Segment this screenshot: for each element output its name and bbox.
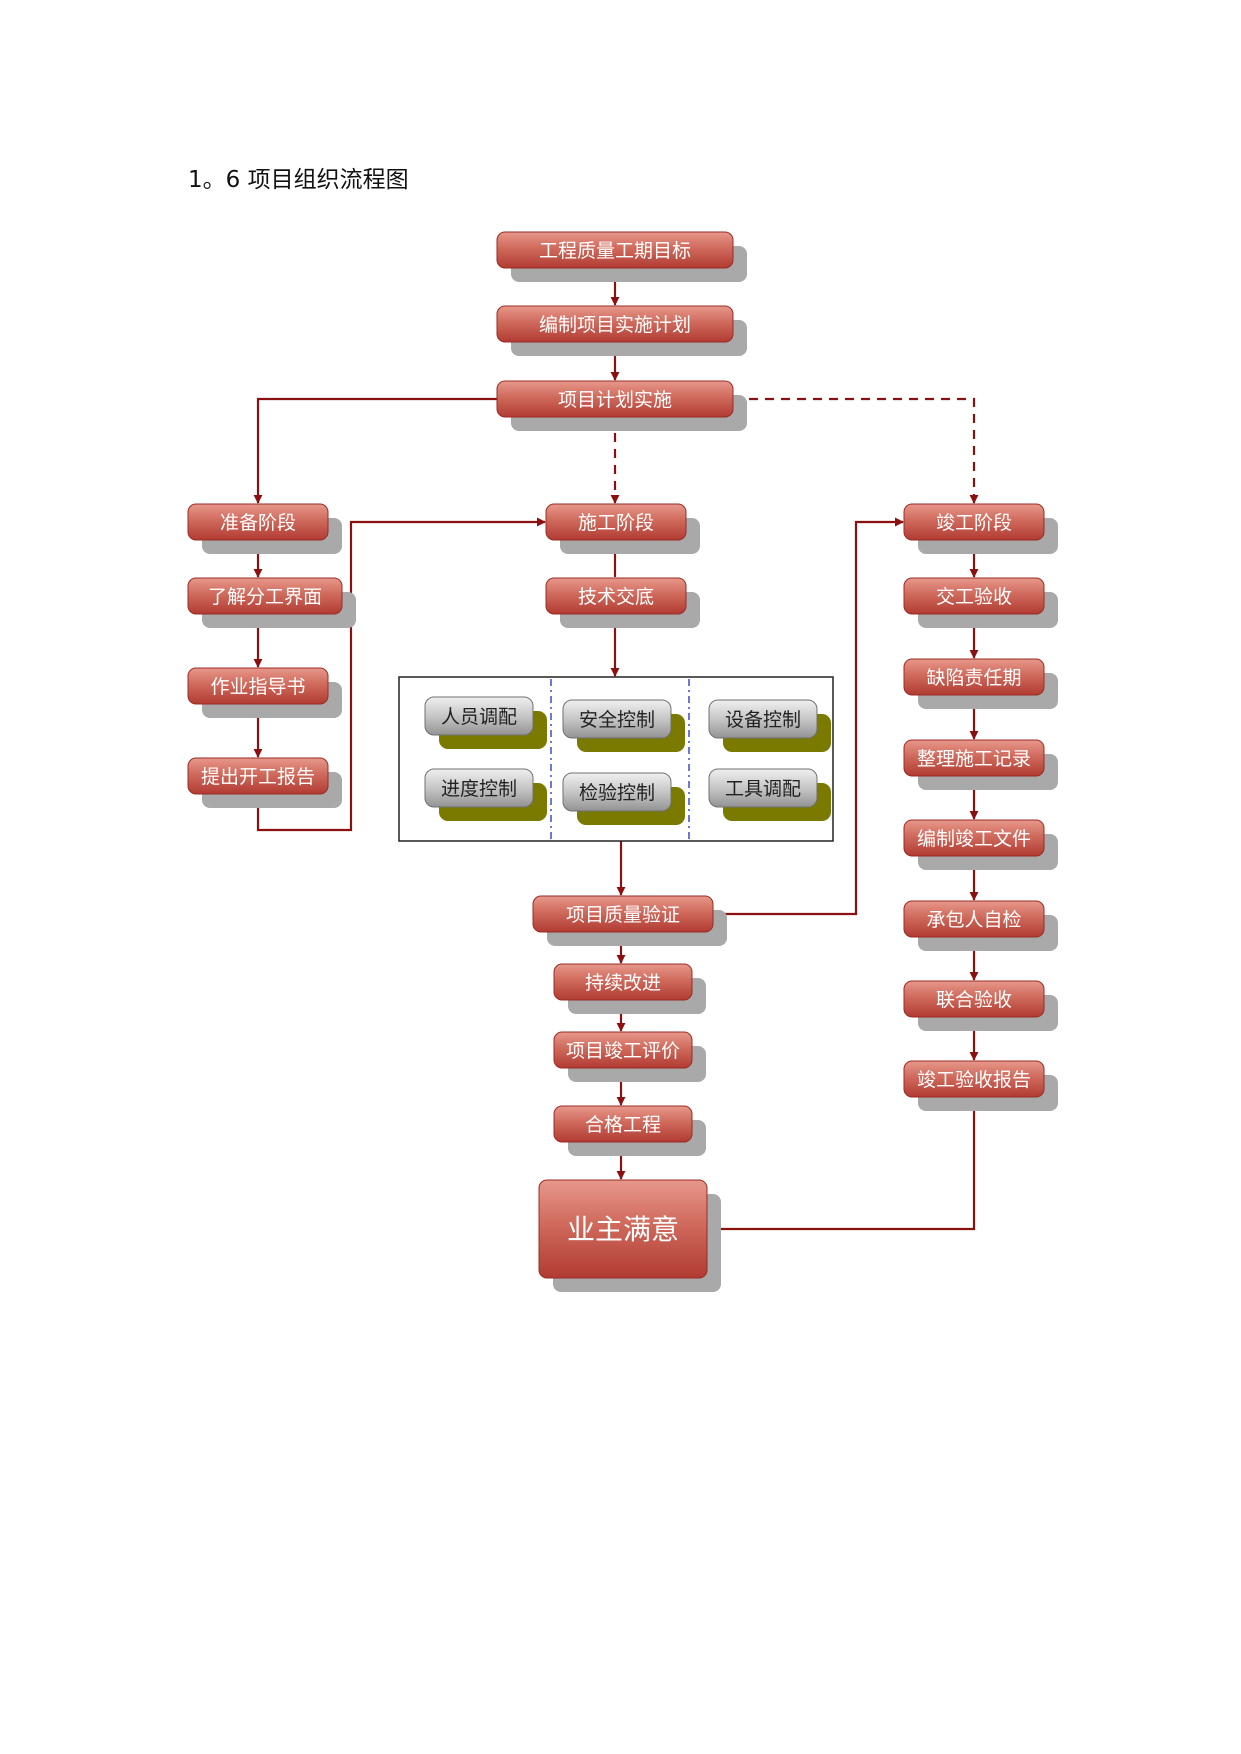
main-node-2: 编制项目实施计划 [496,305,747,356]
right-node-4: 整理施工记录 [903,739,1058,790]
lower-node-2-box [553,963,693,1001]
left-node-1-label: 准备阶段 [220,512,296,534]
control-item-6-label: 工具调配 [725,778,801,800]
right-node-3: 缺陷责任期 [903,658,1058,709]
right-node-8-label: 竣工验收报告 [917,1069,1031,1091]
right-node-8: 竣工验收报告 [903,1060,1058,1111]
lower-node-3-label: 项目竣工评价 [566,1040,680,1062]
main-node-3: 项目计划实施 [496,380,747,431]
control-item-2: 安全控制 [562,699,685,752]
conn-right-to-final [707,1097,976,1234]
right-node-6-label: 承包人自检 [926,909,1021,931]
center-node-2-label: 技术交底 [578,586,654,608]
left-node-1-box [187,503,329,541]
left-node-3: 作业指导书 [187,667,342,718]
right-node-1: 竣工阶段 [903,503,1058,554]
main-node-3-label: 项目计划实施 [558,389,672,411]
left-node-2-label: 了解分工界面 [208,586,322,608]
right-node-4-box [903,739,1045,777]
left-node-4-label: 提出开工报告 [201,766,315,788]
conn-main-to-left [253,397,497,504]
lower-node-4: 合格工程 [553,1105,706,1156]
lower-node-2: 持续改进 [553,963,706,1014]
right-node-2-box [903,577,1045,615]
main-node-1: 工程质量工期目标 [496,231,747,282]
left-node-1: 准备阶段 [187,503,342,554]
control-item-2-box [562,699,672,739]
lower-node-4-box [553,1105,693,1143]
final-node-box [538,1179,708,1279]
control-item-1-label: 人员调配 [441,706,517,728]
control-item-4-box [424,768,534,808]
right-node-5: 编制竣工文件 [903,819,1058,870]
right-node-6: 承包人自检 [903,900,1058,951]
control-item-5: 检验控制 [562,772,685,825]
control-item-2-label: 安全控制 [579,709,655,731]
right-node-2: 交工验收 [903,577,1058,628]
main-node-1-label: 工程质量工期目标 [539,240,691,262]
nodes: 工程质量工期目标编制项目实施计划项目计划实施准备阶段了解分工界面作业指导书提出开… [187,231,1058,1292]
control-item-6-box [708,768,818,808]
final-node: 业主满意 [538,1179,721,1292]
right-node-3-box [903,658,1045,696]
right-node-1-label: 竣工阶段 [936,512,1012,534]
right-node-3-label: 缺陷责任期 [926,667,1021,689]
left-node-4-box [187,757,329,795]
lower-node-4-label: 合格工程 [585,1114,661,1136]
control-item-4: 进度控制 [424,768,547,821]
right-node-5-label: 编制竣工文件 [917,828,1031,850]
center-node-2: 技术交底 [545,577,700,628]
main-node-1-box [496,231,734,269]
control-item-3-label: 设备控制 [725,709,801,731]
left-node-2-box [187,577,343,615]
page-title: 1。6 项目组织流程图 [188,167,409,193]
right-node-6-box [903,900,1045,938]
left-node-3-label: 作业指导书 [210,676,305,698]
control-item-1: 人员调配 [424,696,547,749]
center-node-1-box [545,503,687,541]
right-node-8-box [903,1060,1045,1098]
center-node-1: 施工阶段 [545,503,700,554]
main-node-2-label: 编制项目实施计划 [539,314,691,336]
conn-main-to-right [733,397,979,504]
lower-node-2-label: 持续改进 [585,972,661,994]
lower-node-3: 项目竣工评价 [553,1031,706,1082]
center-node-2-box [545,577,687,615]
left-node-2: 了解分工界面 [187,577,356,628]
right-node-7: 联合验收 [903,980,1058,1031]
right-node-7-label: 联合验收 [936,989,1012,1011]
left-node-4: 提出开工报告 [187,757,342,808]
main-node-2-box [496,305,734,343]
lower-node-3-box [553,1031,693,1069]
left-node-3-box [187,667,329,705]
lower-node-1-box [532,895,714,933]
lower-node-1: 项目质量验证 [532,895,727,946]
control-item-5-box [562,772,672,812]
right-node-1-box [903,503,1045,541]
right-node-7-box [903,980,1045,1018]
final-node-label: 业主满意 [567,1213,679,1246]
conn-lower-to-right [713,517,904,916]
control-item-6: 工具调配 [708,768,831,821]
lower-node-1-label: 项目质量验证 [566,904,680,926]
control-item-5-label: 检验控制 [579,782,655,804]
control-item-3-box [708,699,818,739]
right-node-4-label: 整理施工记录 [917,748,1031,770]
conn-left-to-center [256,517,546,832]
control-item-1-box [424,696,534,736]
right-node-2-label: 交工验收 [936,586,1012,608]
main-node-3-box [496,380,734,418]
control-item-3: 设备控制 [708,699,831,752]
center-node-1-label: 施工阶段 [578,512,654,534]
right-node-5-box [903,819,1045,857]
control-item-4-label: 进度控制 [441,778,517,800]
